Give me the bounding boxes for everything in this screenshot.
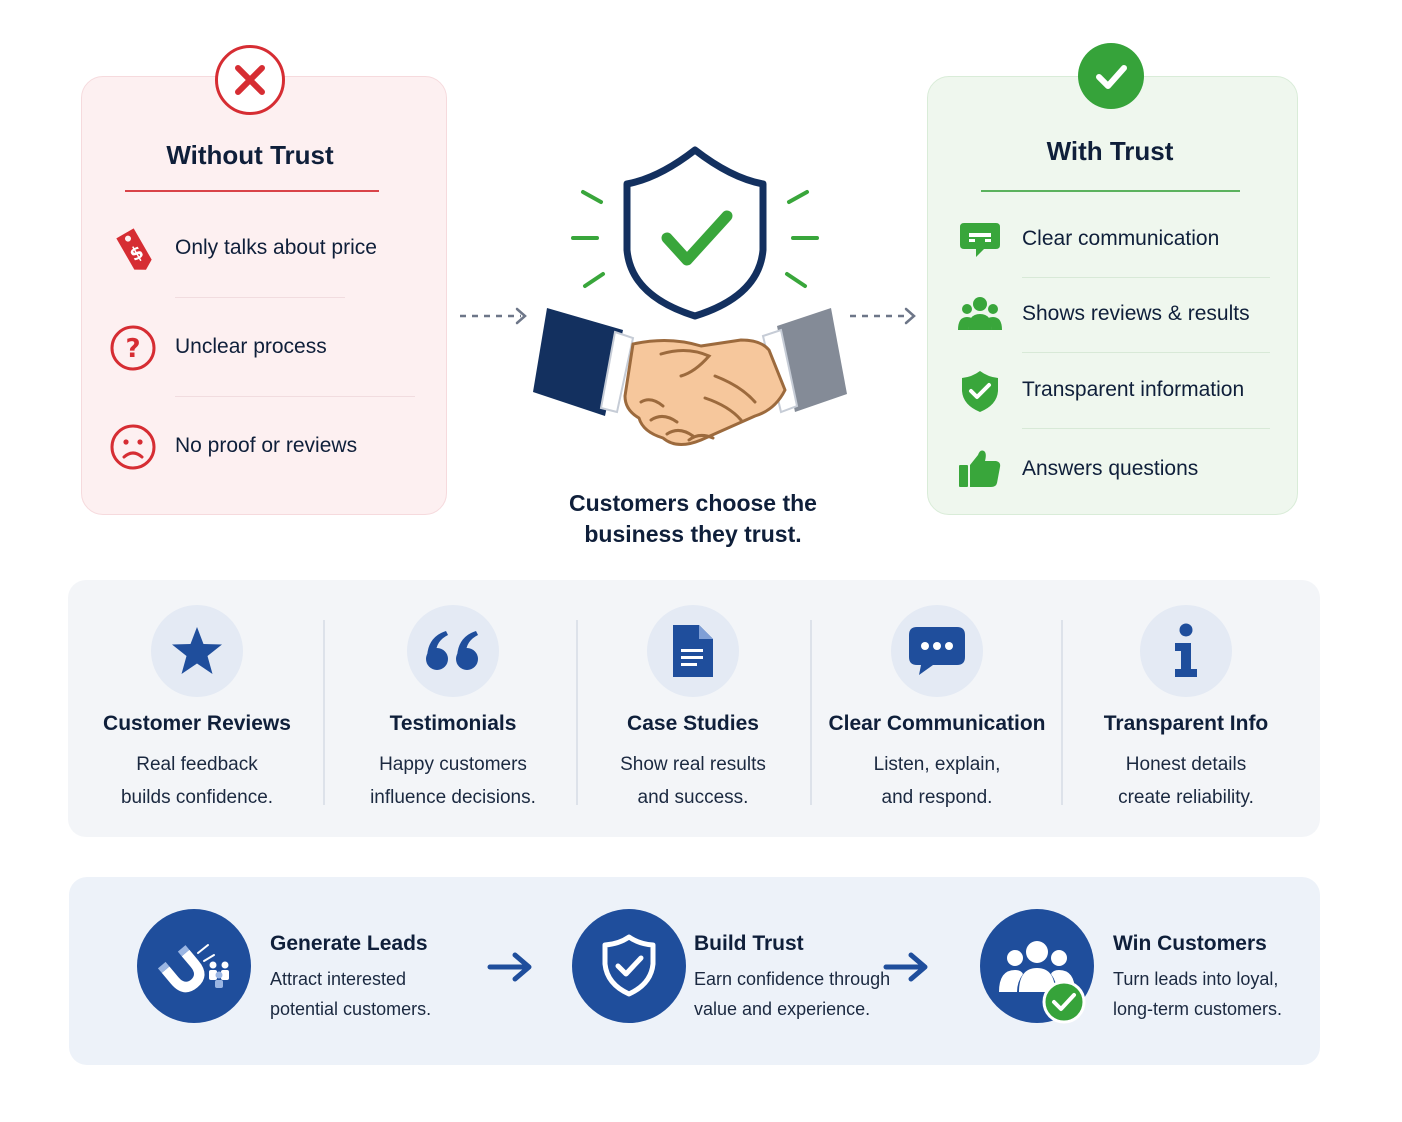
method-clear-communication: Clear Communication Listen, explain,and … bbox=[827, 605, 1047, 814]
without-item-label: Unclear process bbox=[175, 335, 327, 358]
tagline-line: Customers choose the bbox=[569, 490, 817, 516]
chat-bubble-icon bbox=[956, 215, 1004, 263]
price-tag-icon: $ bbox=[110, 225, 158, 273]
quote-icon bbox=[407, 605, 499, 697]
question-icon: ? bbox=[109, 324, 157, 372]
group-icon bbox=[980, 909, 1094, 1023]
shield-check-icon bbox=[956, 367, 1004, 415]
step-title: Generate Leads bbox=[270, 932, 428, 955]
arrow-right-icon bbox=[487, 952, 532, 982]
without-item-label: Only talks about price bbox=[175, 236, 377, 259]
tagline-line: business they trust. bbox=[584, 521, 802, 547]
thumbs-up-icon bbox=[956, 445, 1004, 493]
title-divider bbox=[981, 190, 1240, 192]
row-divider bbox=[175, 396, 415, 397]
title-divider bbox=[125, 190, 379, 192]
info-icon bbox=[1140, 605, 1232, 697]
shield-check-icon bbox=[572, 909, 686, 1023]
with-item-label: Answers questions bbox=[1022, 457, 1199, 480]
x-mark-icon bbox=[215, 45, 285, 115]
row-divider bbox=[1022, 277, 1270, 278]
without-item-label: No proof or reviews bbox=[175, 434, 358, 457]
check-badge-icon bbox=[1042, 980, 1086, 1024]
process-steps-panel bbox=[69, 877, 1320, 1065]
with-trust-title: With Trust bbox=[1046, 136, 1174, 166]
with-item-label: Clear communication bbox=[1022, 227, 1220, 250]
method-title: Case Studies bbox=[627, 712, 759, 735]
column-divider bbox=[1061, 620, 1063, 805]
check-mark-icon bbox=[1078, 43, 1144, 109]
method-description: Listen, explain,and respond. bbox=[873, 754, 1001, 808]
speech-bubble-icon bbox=[891, 605, 983, 697]
column-divider bbox=[810, 620, 812, 805]
with-item-label: Transparent information bbox=[1022, 378, 1245, 401]
method-title: Clear Communication bbox=[828, 712, 1046, 735]
column-divider bbox=[323, 620, 325, 805]
trust-handshake-illustration bbox=[460, 146, 916, 446]
method-title: Transparent Info bbox=[1103, 712, 1269, 735]
method-title: Customer Reviews bbox=[103, 712, 291, 735]
column-divider bbox=[576, 620, 578, 805]
step-title: Win Customers bbox=[1113, 932, 1267, 955]
svg-text:?: ? bbox=[125, 334, 140, 364]
without-trust-title: Without Trust bbox=[166, 140, 334, 170]
arrow-right-icon bbox=[883, 952, 928, 982]
magnet-icon bbox=[137, 909, 251, 1023]
step-title: Build Trust bbox=[694, 932, 804, 955]
with-trust-card bbox=[927, 76, 1298, 515]
step-description: Turn leads into loyal,long-term customer… bbox=[1113, 969, 1283, 1019]
star-icon bbox=[151, 605, 243, 697]
people-icon bbox=[956, 290, 1004, 338]
sad-face-icon bbox=[109, 423, 157, 471]
row-divider bbox=[175, 297, 345, 298]
tagline: Customers choose the business they trust… bbox=[540, 488, 846, 550]
with-item-label: Shows reviews & results bbox=[1022, 302, 1250, 325]
row-divider bbox=[1022, 352, 1270, 353]
document-icon bbox=[647, 605, 739, 697]
row-divider bbox=[1022, 428, 1270, 429]
method-title: Testimonials bbox=[389, 712, 517, 735]
